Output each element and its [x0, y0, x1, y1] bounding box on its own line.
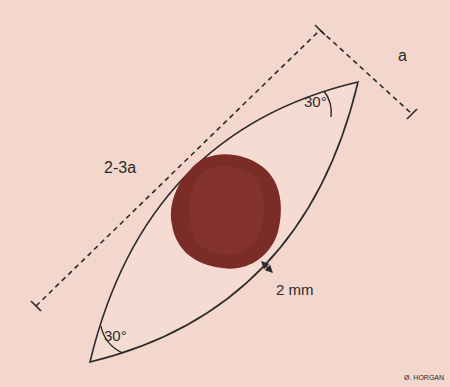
- angle-label: 30°: [104, 328, 127, 343]
- ellipse-excision-outline: [90, 82, 358, 362]
- dimension-tick: [407, 109, 417, 119]
- angle-label: 30°: [304, 94, 327, 109]
- lesion: [171, 154, 281, 268]
- margin-arrow: [262, 262, 272, 272]
- dimension-label: a: [398, 48, 407, 64]
- dimension-label: 2-3a: [104, 160, 136, 176]
- lesion-shading: [189, 166, 264, 254]
- signature-watermark: Ø. HORGAN: [404, 374, 444, 381]
- margin-label: 2 mm: [276, 282, 314, 297]
